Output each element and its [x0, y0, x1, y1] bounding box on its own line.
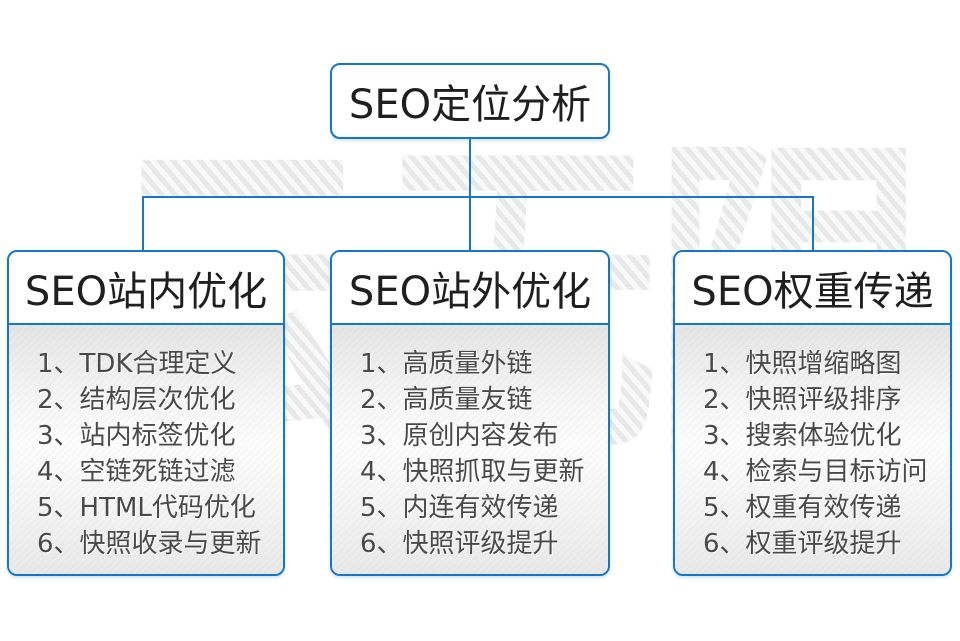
- list-item: 4、快照抓取与更新: [360, 457, 585, 487]
- column-onsite-optimization: SEO站内优化 1、TDK合理定义 2、结构层次优化 3、站内标签优化 4、空链…: [7, 250, 285, 576]
- root-node-label: SEO定位分析: [348, 82, 592, 128]
- list-item: 2、结构层次优化: [37, 385, 236, 415]
- list-item: 4、空链死链过滤: [37, 457, 236, 487]
- column-weight-transfer: SEO权重传递 1、快照增缩略图 2、快照评级排序 3、搜索体验优化 4、检索与…: [673, 250, 952, 576]
- list-item: 1、高质量外链: [360, 349, 533, 379]
- connector-right-vertical: [812, 196, 814, 253]
- column-title: SEO站外优化: [332, 252, 608, 325]
- column-item-list: 1、TDK合理定义 2、结构层次优化 3、站内标签优化 4、空链死链过滤 5、H…: [9, 325, 283, 574]
- list-item: 6、快照收录与更新: [37, 529, 262, 559]
- column-offsite-optimization: SEO站外优化 1、高质量外链 2、高质量友链 3、原创内容发布 4、快照抓取与…: [330, 250, 610, 576]
- list-item: 5、HTML代码优化: [37, 493, 256, 523]
- column-item-list: 1、快照增缩略图 2、快照评级排序 3、搜索体验优化 4、检索与目标访问 5、权…: [675, 325, 950, 574]
- list-item: 3、搜索体验优化: [703, 421, 902, 451]
- column-title: SEO站内优化: [9, 252, 283, 325]
- list-item: 5、权重有效传递: [703, 493, 902, 523]
- list-item: 4、检索与目标访问: [703, 457, 928, 487]
- list-item: 1、快照增缩略图: [703, 349, 902, 379]
- list-item: 6、快照评级提升: [360, 529, 559, 559]
- list-item: 3、原创内容发布: [360, 421, 559, 451]
- root-node: SEO定位分析: [330, 63, 610, 139]
- column-item-list: 1、高质量外链 2、高质量友链 3、原创内容发布 4、快照抓取与更新 5、内连有…: [332, 325, 608, 574]
- connector-left-vertical: [142, 196, 144, 254]
- list-item: 2、快照评级排序: [703, 385, 902, 415]
- list-item: 3、站内标签优化: [37, 421, 236, 451]
- list-item: 1、TDK合理定义: [37, 349, 237, 379]
- list-item: 2、高质量友链: [360, 385, 533, 415]
- column-title: SEO权重传递: [675, 252, 950, 325]
- list-item: 5、内连有效传递: [360, 493, 559, 523]
- connector-horizontal: [142, 196, 814, 198]
- list-item: 6、权重评级提升: [703, 529, 902, 559]
- connector-root-vertical: [469, 138, 471, 252]
